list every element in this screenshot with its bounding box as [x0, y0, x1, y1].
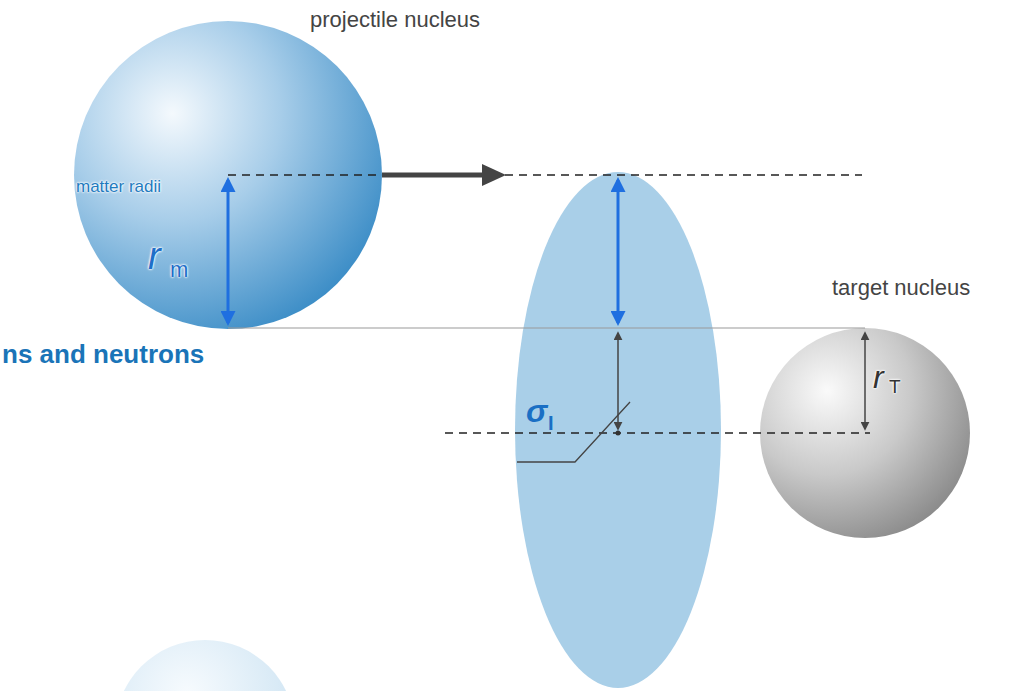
- center-dot: [616, 431, 621, 436]
- radius-arrow: [227, 180, 230, 323]
- cross-section-ellipse: [515, 172, 721, 688]
- radius-arrow: [864, 333, 866, 429]
- radius-label: matter radii: [76, 178, 161, 197]
- motion-arrowhead: [482, 164, 506, 186]
- radius-symbol: r: [148, 236, 161, 278]
- dashed-line: [505, 174, 862, 176]
- dashed-line: [445, 432, 870, 434]
- dashed-line: [228, 174, 382, 176]
- node-heading: projectile nucleus: [310, 8, 480, 32]
- projectile-nucleus: projectile nucleusmatter radii: [73, 0, 383, 330]
- radius-arrow: [617, 180, 620, 323]
- radius-symbol: r: [873, 360, 884, 395]
- motion-arrow: [382, 173, 484, 178]
- cross-section-symbol: σ: [526, 394, 547, 429]
- projectile-sphere: [74, 21, 382, 329]
- caption-fragment: ns and neutrons: [2, 340, 204, 369]
- cross-section-subscript: I: [548, 412, 554, 434]
- node-heading: target nucleus: [832, 276, 970, 300]
- target-nucleus: target nucleus: [760, 276, 990, 538]
- reference-line: [228, 327, 865, 328]
- nucleon-sphere: [115, 640, 295, 691]
- radius-subscript: T: [889, 377, 901, 398]
- radius-subscript: m: [170, 258, 188, 282]
